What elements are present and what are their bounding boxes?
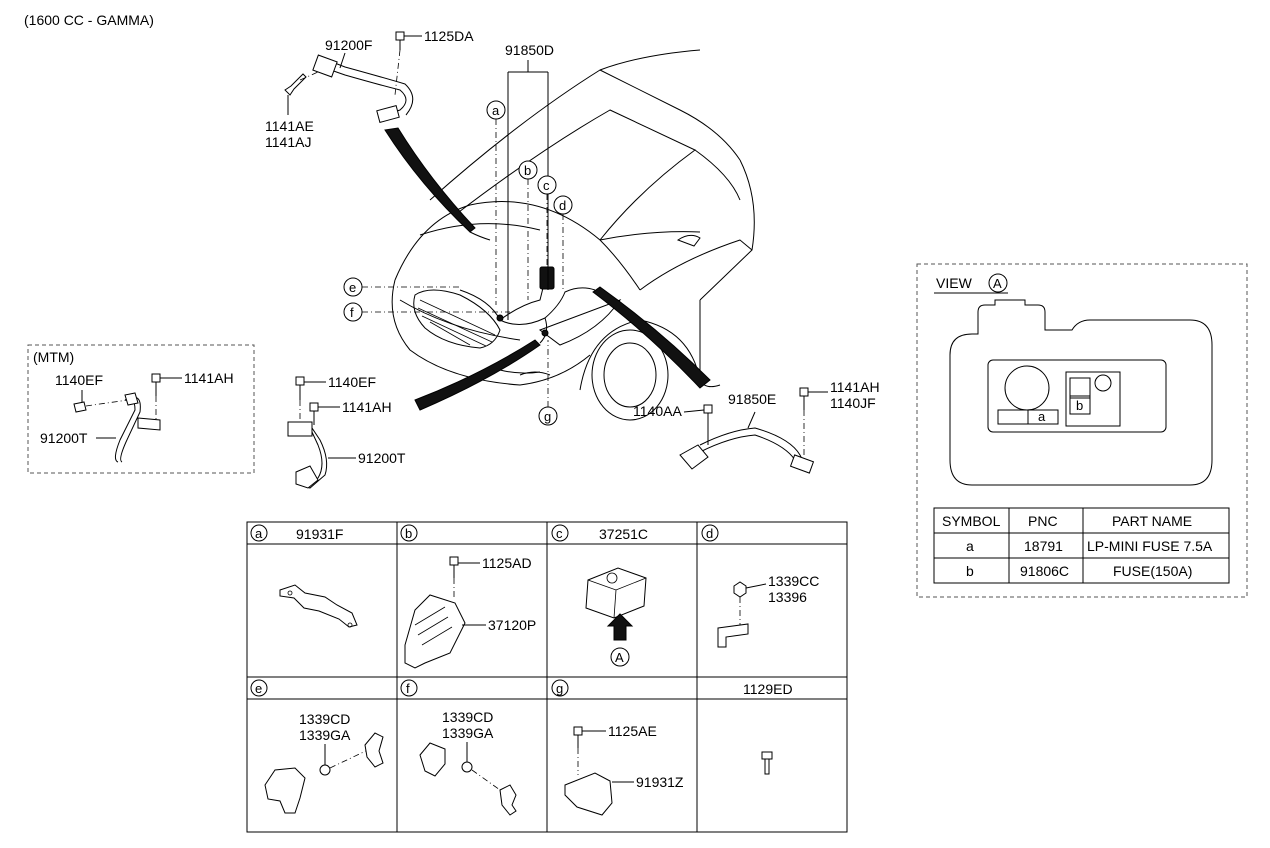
callout-d: d (553, 195, 573, 290)
label-91850D: 91850D (505, 42, 554, 58)
label-1140EF: 1140EF (328, 374, 376, 390)
cell-a: a 91931F (250, 524, 358, 628)
svg-text:a: a (492, 103, 500, 118)
label-1141AE: 1141AE (265, 118, 314, 134)
cell-g-letter: g (556, 681, 563, 696)
cell-f-label-1339CD: 1339CD (442, 709, 493, 725)
cell-f-label-1339GA: 1339GA (442, 725, 494, 741)
td-symbol-1: a (966, 538, 974, 554)
cell-d-letter: d (706, 526, 713, 541)
cell-c-letter: c (556, 526, 563, 541)
car-illustration (391, 49, 755, 421)
cable-91200T: 1140EF 1141AH 91200T (287, 374, 406, 489)
cell-e-label-1339CD: 1339CD (299, 711, 350, 727)
leader-swoosh-91200T (414, 339, 541, 411)
label-1140JF: 1140JF (830, 395, 876, 411)
td-name-2: FUSE(150A) (1113, 563, 1192, 579)
leader-swoosh-91850E (592, 286, 711, 389)
svg-text:g: g (544, 409, 551, 424)
cable-91200F: 1125DA 91200F 1141AE 1141AJ (265, 28, 474, 150)
view-title: VIEW (936, 275, 973, 291)
svg-text:c: c (543, 178, 550, 193)
mtm-label-91200T: 91200T (40, 430, 88, 446)
mtm-label-1141AH: 1141AH (184, 370, 234, 386)
view-slot-a: a (1038, 409, 1046, 424)
th-pnc: PNC (1028, 513, 1058, 529)
callout-f: f (343, 302, 510, 322)
engine-note: (1600 CC - GAMMA) (24, 12, 154, 28)
part-connector-f (419, 742, 446, 777)
label-1140AA: 1140AA (633, 403, 682, 419)
mtm-label-1140EF: 1140EF (55, 372, 103, 388)
cell-h-title: 1129ED (743, 681, 793, 697)
svg-text:d: d (559, 198, 566, 213)
cell-c-title: 37251C (599, 526, 648, 542)
label-91200F: 91200F (325, 37, 372, 53)
cell-g-label-1125AE: 1125AE (608, 723, 657, 739)
cell-d-label-1339CC: 1339CC (768, 573, 819, 589)
callout-c: c (537, 175, 557, 265)
leader-swoosh-91200F (384, 127, 476, 233)
cell-e-letter: e (255, 681, 262, 696)
view-slot-b: b (1076, 398, 1083, 413)
cell-f: f 1339CD 1339GA (400, 679, 517, 816)
cell-e: e 1339CD 1339GA (250, 679, 384, 814)
mtm-box: (MTM) 1140EF 1141AH 91200T (27, 344, 255, 474)
callout-b: b (518, 160, 538, 300)
cell-c-view-ref: A (615, 650, 624, 665)
callout-g: g (538, 340, 558, 426)
label-91200T: 91200T (358, 450, 406, 466)
bolt-icon (761, 751, 773, 775)
svg-text:e: e (349, 280, 356, 295)
part-connector-e (264, 767, 306, 814)
callout-e: e (343, 277, 462, 297)
part-91931Z-cover (564, 772, 613, 816)
fuse-box-outline (949, 299, 1213, 486)
td-name-1: LP-MINI FUSE 7.5A (1087, 538, 1213, 554)
th-part-name: PART NAME (1112, 513, 1192, 529)
svg-text:b: b (524, 163, 531, 178)
label-1141AH: 1141AH (342, 399, 392, 415)
cell-f-letter: f (406, 681, 410, 696)
part-37120P-block (404, 594, 466, 669)
cell-b-letter: b (405, 526, 412, 541)
cell-g: g 1125AE 91931Z (551, 679, 684, 816)
fuse-table (933, 507, 1230, 584)
cell-a-title: 91931F (296, 526, 343, 542)
cable-91850E: 1140AA 91850E 1141AH 1140JF (633, 379, 880, 474)
part-91931F-bracket (279, 584, 358, 628)
label-1125DA: 1125DA (424, 28, 474, 44)
parts-grid (246, 521, 848, 833)
harness-91850D (459, 231, 596, 344)
td-symbol-2: b (966, 563, 974, 579)
th-symbol: SYMBOL (942, 513, 1001, 529)
arrow-up-icon (606, 613, 634, 641)
cell-b-label-1125AD: 1125AD (482, 555, 532, 571)
view-ref-letter: A (993, 276, 1002, 291)
cell-d-label-13396: 13396 (768, 589, 807, 605)
cell-b-label-37120P: 37120P (488, 617, 536, 633)
cell-e-label-1339GA: 1339GA (299, 727, 351, 743)
td-pnc-1: 18791 (1024, 538, 1063, 554)
bracket-91850D: 91850D (505, 42, 554, 320)
cell-g-label-91931Z: 91931Z (636, 774, 684, 790)
part-bracket-d (717, 623, 749, 648)
cell-h: 1129ED (743, 681, 793, 775)
svg-text:f: f (350, 305, 354, 320)
callout-a: a (486, 100, 506, 305)
mtm-title: (MTM) (33, 349, 74, 365)
cell-b: b 1125AD 37120P (400, 524, 536, 669)
label-1141AH-right: 1141AH (830, 379, 880, 395)
view-box: VIEW A a b SYMBOL PNC PART NAME a 18791 … (916, 263, 1248, 598)
cell-d: d 1339CC 13396 (701, 524, 819, 648)
td-pnc-2: 91806C (1020, 563, 1069, 579)
label-91850E: 91850E (728, 391, 776, 407)
label-1141AJ: 1141AJ (265, 134, 311, 150)
cell-a-letter: a (255, 526, 263, 541)
view-ref-circle (988, 273, 1008, 293)
cell-c: c 37251C A (551, 524, 648, 667)
